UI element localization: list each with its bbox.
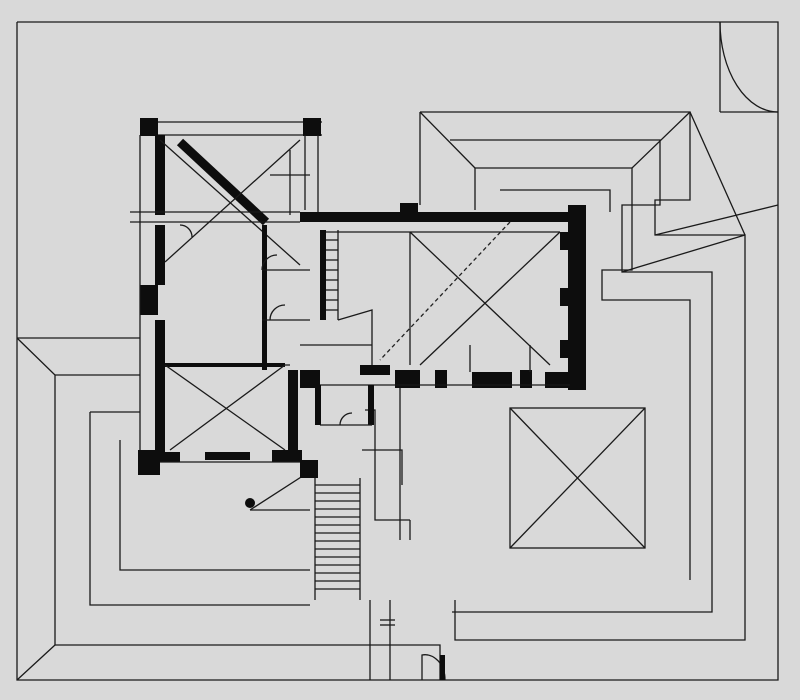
roof-outlines (16, 111, 779, 681)
left-wing (130, 118, 322, 508)
main-block (300, 203, 586, 390)
interior-stair (300, 230, 374, 426)
site-boundary (16, 21, 779, 681)
garden-square (509, 407, 646, 549)
entrance-gate (369, 600, 446, 681)
exterior-stair (314, 478, 361, 600)
